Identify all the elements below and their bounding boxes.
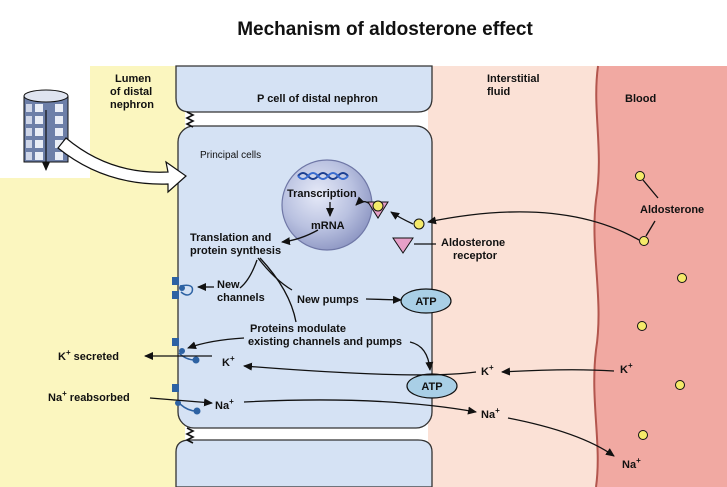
synthesis-to-channels-line	[239, 259, 258, 289]
transcription-label: Transcription	[287, 188, 357, 200]
receptor-icon	[392, 237, 414, 254]
zoom-arrow	[57, 137, 187, 194]
k-cell-label: K+	[222, 354, 235, 369]
interstitial-region	[428, 66, 598, 487]
mrna-label: mRNA	[311, 220, 345, 232]
na-to-blood-arrow	[507, 417, 615, 457]
lumen-label-line2: of distal	[110, 86, 152, 98]
k-interstitial-label: K+	[481, 363, 494, 378]
na-blood-label: Na+	[622, 456, 641, 471]
lumen-label-line1: Lumen	[115, 73, 151, 85]
aldosterone-molecule	[675, 380, 685, 390]
aldosterone-label-line-bottom	[645, 220, 656, 237]
lumen-region	[90, 66, 185, 487]
na-reabsorbed-label: Na+ reabsorbed	[48, 389, 130, 404]
k-blood-to-interstitial-arrow	[501, 367, 615, 376]
tight-junction-upper	[185, 111, 195, 128]
k-into-cell-arrow	[243, 362, 477, 376]
new-atp-label: ATP	[415, 296, 436, 308]
tubule-icon	[23, 89, 69, 171]
page-title: Mechanism of aldosterone effect	[237, 19, 533, 40]
basolateral-atp-pump	[406, 373, 458, 399]
aldosterone-label-line-top	[642, 179, 659, 199]
modulate-label-line2: existing channels and pumps	[248, 336, 402, 348]
new-pumps-arrow	[365, 295, 402, 304]
aldosterone-to-receptor-arrow	[390, 211, 414, 225]
translation-label-line2: protein synthesis	[190, 245, 281, 257]
aldosterone-molecule	[638, 430, 648, 440]
translation-label-line1: Translation and	[190, 232, 271, 244]
modulate-to-pump-arrow	[409, 341, 434, 371]
receptor-label-line1: Aldosterone	[441, 237, 505, 249]
aldosterone-molecule	[677, 273, 687, 283]
sodium-channel-icon	[172, 384, 201, 415]
p-cell-label: P cell of distal nephron	[257, 93, 378, 105]
aldosterone-in-cell-icon	[413, 218, 425, 230]
dna-helix-icon	[297, 172, 349, 180]
lumen-label-line3: nephron	[110, 99, 154, 111]
blood-region	[594, 66, 727, 487]
nucleus	[281, 159, 373, 251]
basolateral-atp-label: ATP	[421, 381, 442, 393]
blood-boundary	[593, 65, 600, 487]
aldosterone-label: Aldosterone	[640, 204, 704, 216]
new-pumps-label: New pumps	[297, 294, 359, 306]
synthesis-to-modulate-line	[259, 257, 297, 323]
new-channels-label-line1: New	[217, 279, 240, 291]
bound-aldosterone-icon	[372, 200, 384, 212]
k-blood-label: K+	[620, 361, 633, 376]
principal-cells-label: Principal cells	[200, 150, 261, 161]
k-secreted-label: K+ secreted	[58, 348, 119, 363]
aldosterone-entry-arrow	[427, 211, 640, 241]
lumen-lower-region	[0, 178, 95, 487]
new-channels-label-line2: channels	[217, 292, 265, 304]
modulate-to-channel-arrow	[187, 337, 245, 350]
blood-label: Blood	[625, 93, 656, 105]
aldosterone-molecule	[635, 171, 645, 181]
new-atp-pump	[400, 288, 452, 314]
potassium-channel-icon	[172, 338, 200, 364]
lower-cell	[175, 439, 433, 487]
na-interstitial-label: Na+	[481, 406, 500, 421]
tight-junction-lower	[185, 427, 195, 444]
interstitial-label-line2: fluid	[487, 86, 510, 98]
na-into-cell-arrow	[149, 397, 213, 407]
aldosterone-molecule	[637, 321, 647, 331]
modulate-label-line1: Proteins modulate	[250, 323, 346, 335]
interstitial-label-line1: Interstitial	[487, 73, 540, 85]
upper-cell	[175, 65, 433, 113]
mrna-to-translation-arrow	[281, 229, 319, 246]
new-channel-icon	[172, 277, 194, 299]
aldosterone-molecule	[639, 236, 649, 246]
na-cell-label: Na+	[215, 397, 234, 412]
receptor-label-line2: receptor	[453, 250, 498, 262]
na-to-interstitial-arrow	[243, 399, 477, 415]
